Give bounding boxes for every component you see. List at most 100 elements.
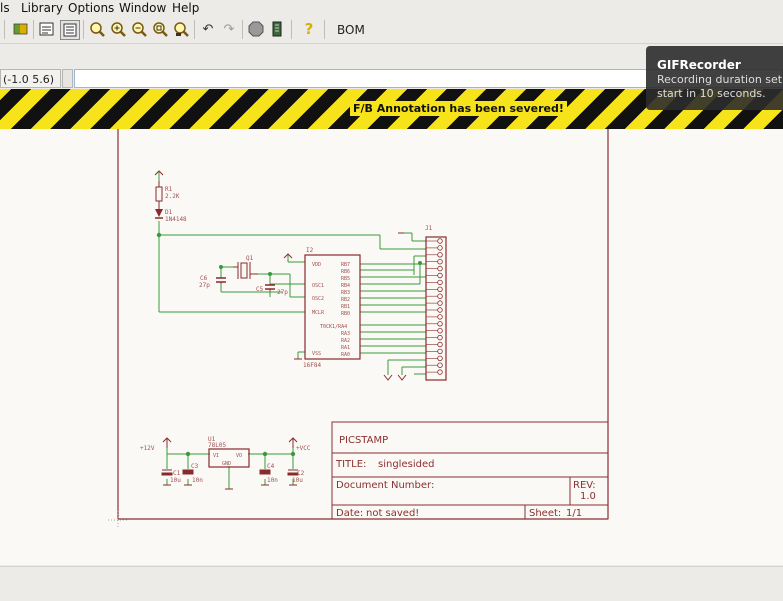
zoom-select-icon[interactable]: [151, 20, 169, 38]
menu-library[interactable]: Library: [21, 1, 63, 15]
ic2-name: I2: [306, 247, 314, 254]
c5-value: 27p: [277, 289, 288, 296]
notification-line-2: start in 10 seconds.: [657, 87, 766, 100]
capacitor-c3[interactable]: C3 10n: [182, 463, 203, 484]
connector-j1[interactable]: J1: [425, 225, 447, 381]
toolbar-separator: [83, 20, 84, 39]
title-block-rev-label: REV:: [573, 480, 596, 491]
microcontroller-ic2[interactable]: I2 16F84 VDD OSC1 OSC2 MCLR VSS RB7 RB6 …: [303, 247, 361, 369]
u1-pin-vo: VO: [236, 453, 242, 459]
ic2-pin-ra2: RA2: [341, 338, 350, 344]
toolbar-separator: [291, 20, 292, 39]
zoom-in-icon[interactable]: [109, 20, 127, 38]
r1-name: R1: [165, 186, 173, 193]
ic2-pin-vdd: VDD: [312, 262, 321, 268]
origin-cross: [108, 511, 128, 529]
zoom-out-icon[interactable]: [130, 20, 148, 38]
title-block-date-label: Date:: [336, 508, 363, 519]
annotation-warning-message: F/B Annotation has been severed!: [350, 101, 567, 116]
ic2-pin-t0ck1-ra4: T0CK1/RA4: [320, 324, 347, 330]
toolbar-separator: [242, 20, 243, 39]
coordinate-button[interactable]: [62, 69, 73, 88]
supply-12v-label: +12V: [140, 445, 155, 452]
ic2-pin-rb3: RB3: [341, 290, 350, 296]
menu-window[interactable]: Window: [119, 1, 167, 15]
ic2-pin-ra0: RA0: [341, 352, 350, 358]
status-bar: [0, 566, 783, 601]
c5-name: C5: [256, 286, 264, 293]
u1-pin-gnd: GND: [222, 461, 231, 467]
gifrecorder-notification[interactable]: GIFRecorder Recording duration set to st…: [646, 46, 783, 110]
toolbar: ↶ ↷ ? BOM: [0, 16, 783, 44]
netlist-icon[interactable]: [60, 20, 80, 40]
j1-pin: [437, 258, 443, 265]
r1-value: 2.2K: [165, 193, 180, 200]
c3-value: 10n: [192, 477, 203, 484]
menu-options[interactable]: Options: [68, 1, 115, 15]
j1-pin: [437, 238, 443, 244]
j1-pin: [437, 369, 443, 375]
ic2-pin-ra1: RA1: [341, 345, 350, 351]
q1-name: Q1: [246, 255, 254, 262]
toolbar-separator: [324, 20, 325, 39]
j1-pin: [437, 327, 443, 334]
j1-pin: [437, 355, 443, 361]
j1-pin: [437, 307, 443, 313]
u1-pin-vi: VI: [213, 453, 219, 459]
redo-icon[interactable]: ↷: [223, 21, 235, 37]
j1-pin: [437, 279, 443, 286]
regulator-u1[interactable]: U1 78L05 VI VO GND: [208, 436, 250, 468]
d1-value: 1N4148: [165, 216, 187, 223]
help-icon[interactable]: ?: [304, 20, 314, 38]
d1-name: D1: [165, 209, 173, 216]
ic2-pin-rb5: RB5: [341, 276, 350, 282]
c1-name: C1: [173, 470, 181, 477]
undo-icon[interactable]: ↶: [202, 21, 214, 37]
capacitor-c2[interactable]: C2 10u: [287, 469, 305, 484]
schematic-canvas[interactable]: PICSTAMP TITLE: singlesided Document Num…: [0, 129, 783, 565]
capacitor-c1[interactable]: C1 10u: [161, 469, 181, 484]
toolbar-separator: [194, 20, 195, 39]
supply-vcc-label: +VCC: [296, 445, 311, 452]
zoom-fit-icon[interactable]: [88, 20, 106, 38]
wire-junctions: [156, 232, 422, 457]
script-icon[interactable]: [268, 20, 286, 38]
notification-title: GIFRecorder: [657, 58, 741, 72]
title-block-sheet-label: Sheet:: [529, 508, 561, 519]
notification-body: Recording duration set to start in 10 se…: [657, 73, 782, 101]
sheet-icon[interactable]: [38, 20, 56, 38]
j1-pin: [437, 362, 443, 368]
j1-pin: [437, 321, 443, 327]
schematic-wires: [158, 172, 426, 489]
j1-pin: [437, 272, 443, 279]
command-line-input[interactable]: [74, 69, 783, 88]
j1-pin: [437, 341, 443, 348]
menu-help[interactable]: Help: [172, 1, 200, 15]
capacitor-c6[interactable]: C6 27p: [199, 275, 226, 289]
j1-name: J1: [425, 225, 433, 232]
supply-symbols: [154, 170, 298, 448]
ic2-pin-ra3: RA3: [341, 331, 350, 337]
diode-d1[interactable]: D1 1N4148: [155, 205, 187, 223]
u1-value: 78L05: [208, 442, 226, 449]
schematic-drawing[interactable]: PICSTAMP TITLE: singlesided Document Num…: [0, 129, 783, 565]
ic2-pin-rb6: RB6: [341, 269, 350, 275]
menu-tools[interactable]: ls: [0, 1, 10, 15]
crystal-q1[interactable]: Q1: [233, 255, 258, 279]
j1-pin: [437, 252, 443, 258]
capacitor-c5[interactable]: C5 27p: [256, 284, 288, 296]
j1-pin: [437, 300, 443, 306]
j1-pin: [437, 334, 443, 341]
zoom-redraw-icon[interactable]: [172, 20, 190, 38]
c6-value: 27p: [199, 282, 210, 289]
bom-button[interactable]: BOM: [337, 23, 365, 37]
book-icon[interactable]: [12, 20, 30, 38]
capacitor-c4[interactable]: C4 10n: [259, 463, 278, 484]
stop-icon[interactable]: [247, 20, 265, 38]
j1-pin: [437, 293, 443, 299]
resistor-r1[interactable]: R1 2.2K: [155, 181, 180, 205]
ic2-pin-rb7: RB7: [341, 262, 350, 268]
c1-value: 10u: [170, 477, 181, 484]
notification-line-1: Recording duration set to: [657, 73, 782, 86]
ic2-value: 16F84: [303, 362, 321, 369]
